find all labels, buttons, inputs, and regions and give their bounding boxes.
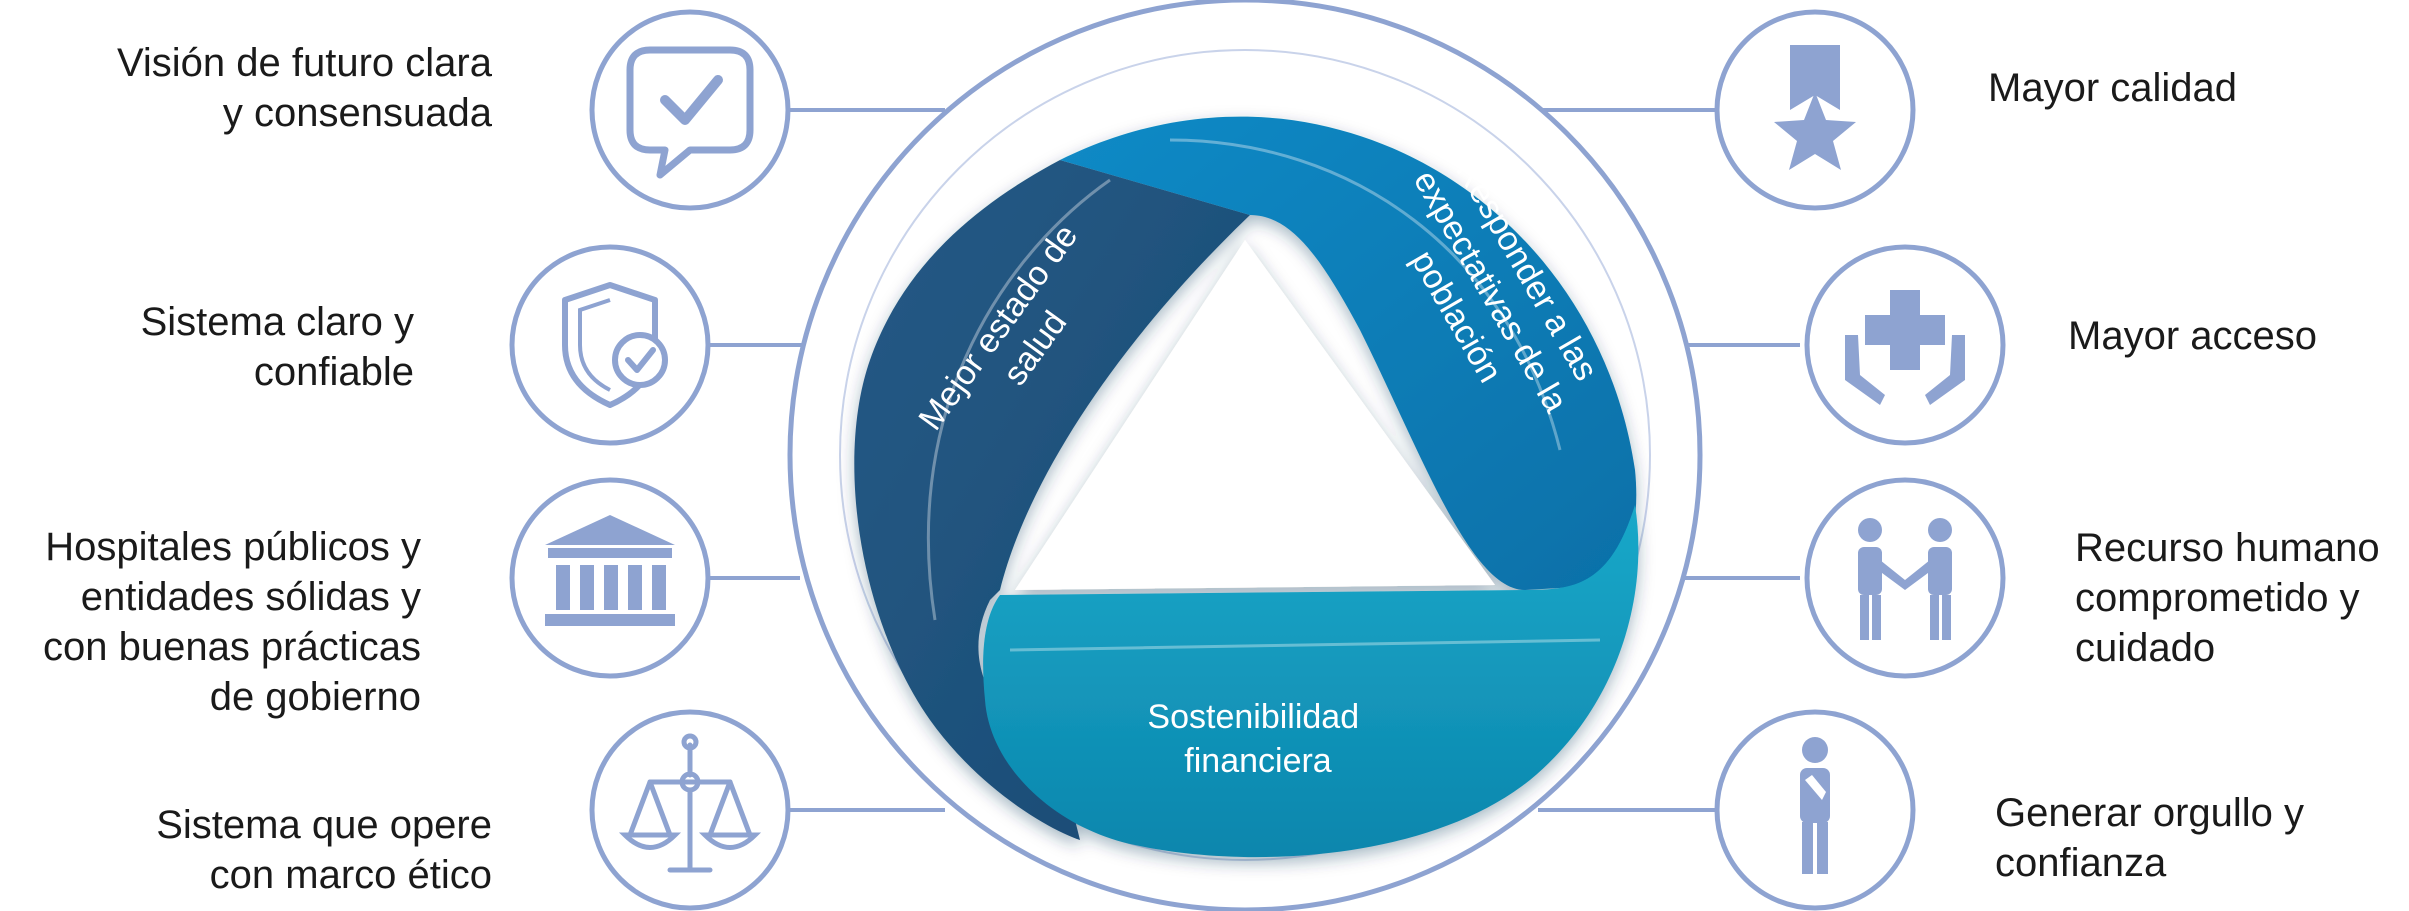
ribbon-star-icon <box>1714 9 1916 211</box>
segment-mejor-estado-salud <box>854 160 1250 840</box>
hands-medical-cross-icon <box>1804 244 2006 446</box>
balance-scale-icon <box>589 709 791 911</box>
label-sistema-claro: Sistema claro y confiable <box>140 300 414 394</box>
segment-responder-expectativas <box>1060 116 1637 590</box>
triangle-cycle <box>854 116 1639 858</box>
label-mayor-acceso: Mayor acceso <box>2068 314 2317 358</box>
public-building-icon <box>509 477 711 679</box>
speech-bubble-check-icon <box>589 9 791 211</box>
segment-label-sostenibilidad-financiera: Sostenibilidad financiera <box>1147 698 1368 780</box>
label-recurso-humano: Recurso humano comprometido y cuidado <box>2075 526 2380 670</box>
label-mayor-calidad: Mayor calidad <box>1988 66 2238 110</box>
handshake-icon <box>1804 477 2006 679</box>
segment-sostenibilidad-financiera <box>983 505 1639 858</box>
inner-ring <box>839 49 1651 861</box>
person-proud-icon <box>1714 709 1916 911</box>
label-marco-etico: Sistema que opere con marco ético <box>156 803 492 897</box>
shield-check-icon <box>509 244 711 446</box>
label-generar-orgullo: Generar orgullo y confianza <box>1995 791 2305 885</box>
center-triangle <box>1015 240 1495 590</box>
label-vision-futuro: Visión de futuro clara y consensuada <box>116 41 492 135</box>
label-hospitales-publicos: Hospitales públicos y entidades sólidas … <box>42 525 421 719</box>
